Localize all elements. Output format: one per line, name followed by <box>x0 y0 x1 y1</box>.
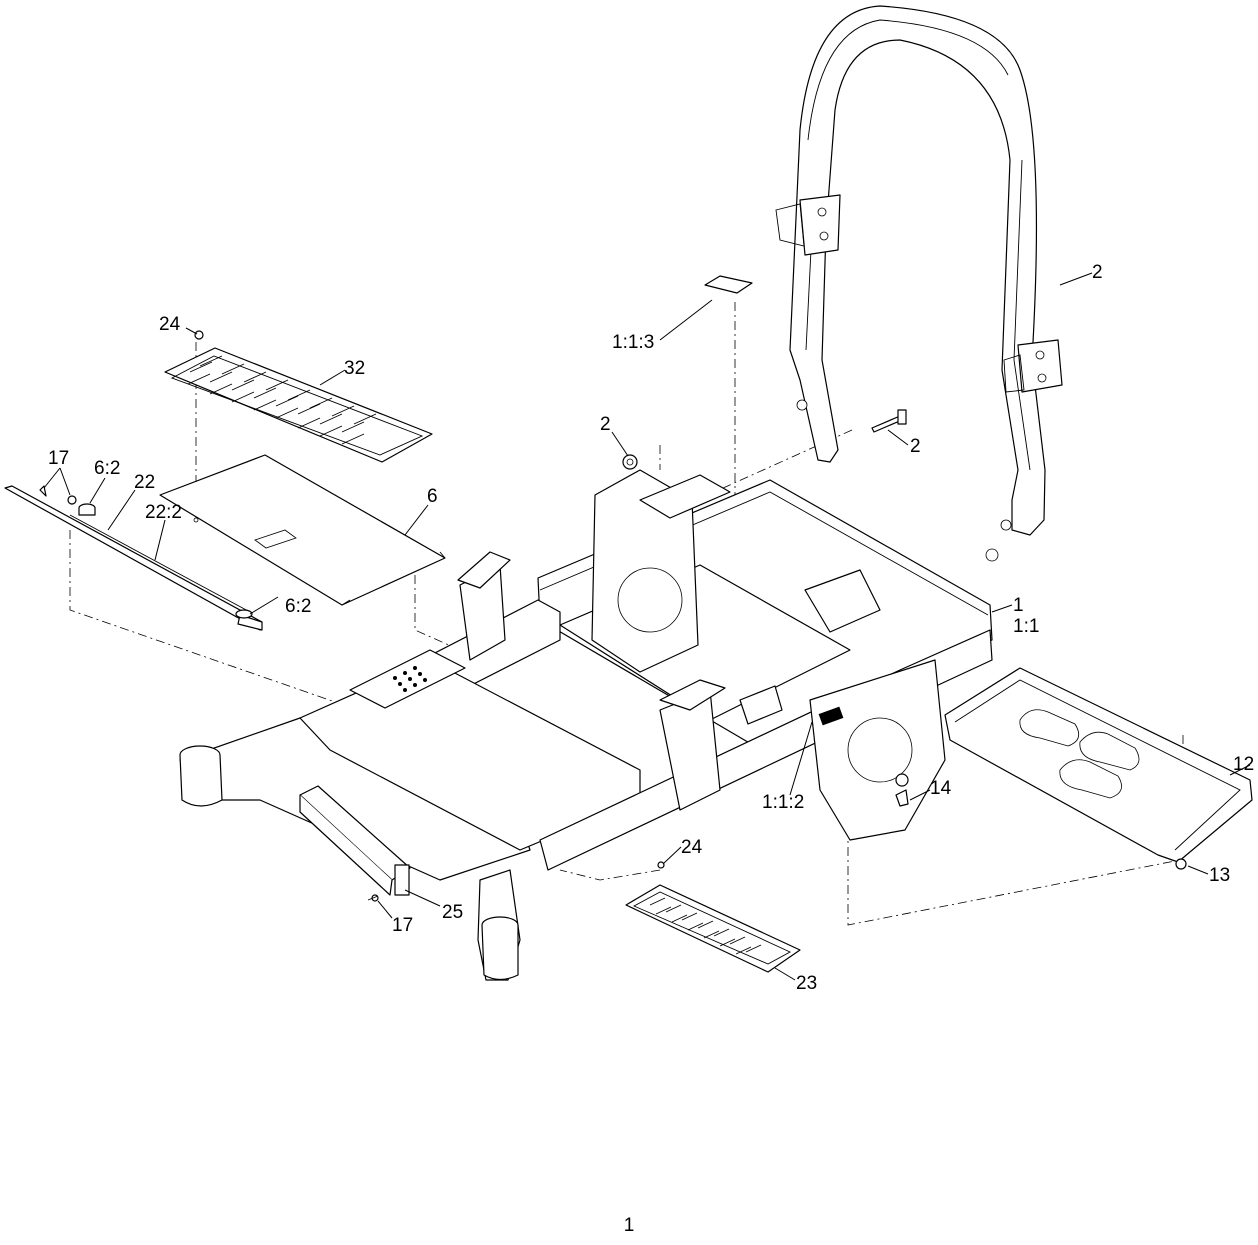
step-plate-top <box>164 330 433 463</box>
page-number: 1 <box>623 1215 635 1236</box>
callout-1: 1 <box>1013 595 1024 616</box>
callout-1-1: 1:1 <box>1013 616 1039 637</box>
callout-1-1-3: 1:1:3 <box>612 332 654 353</box>
callout-24-bottom: 24 <box>681 837 703 858</box>
callout-14: 14 <box>930 778 952 799</box>
floor-pan <box>159 454 446 606</box>
callout-17-bottom: 17 <box>392 915 413 936</box>
callout-13: 13 <box>1209 865 1230 886</box>
callout-6-2-bottom: 6:2 <box>285 596 311 617</box>
roll-bar <box>775 5 1063 562</box>
callout-6: 6 <box>427 486 438 507</box>
callout-6-2-top: 6:2 <box>94 458 120 479</box>
step-plate-bottom <box>625 861 801 973</box>
callout-23: 23 <box>796 973 817 994</box>
roll-bar-hardware <box>622 409 907 470</box>
callout-22: 22 <box>134 472 155 493</box>
callout-22-2: 22:2 <box>145 502 182 523</box>
leader-lines <box>43 272 1251 981</box>
callout-2-nut: 2 <box>600 414 611 435</box>
callout-32: 32 <box>344 358 365 379</box>
callout-24-top: 24 <box>159 314 181 335</box>
callout-17-top: 17 <box>48 448 69 469</box>
callout-25: 25 <box>442 902 463 923</box>
callout-12: 12 <box>1233 754 1254 775</box>
callout-2-roll-bar: 2 <box>1092 262 1103 283</box>
decal <box>704 275 753 294</box>
rear-tray <box>944 667 1253 870</box>
frame-hardware <box>367 773 909 902</box>
main-frame <box>179 469 993 981</box>
callout-labels: 24 32 17 6:2 22 22:2 6 6:2 1:1:3 2 2 2 1… <box>48 262 1254 994</box>
side-rail <box>4 485 263 631</box>
callout-2-bolt: 2 <box>910 436 921 457</box>
callout-1-1-2: 1:1:2 <box>762 792 804 813</box>
